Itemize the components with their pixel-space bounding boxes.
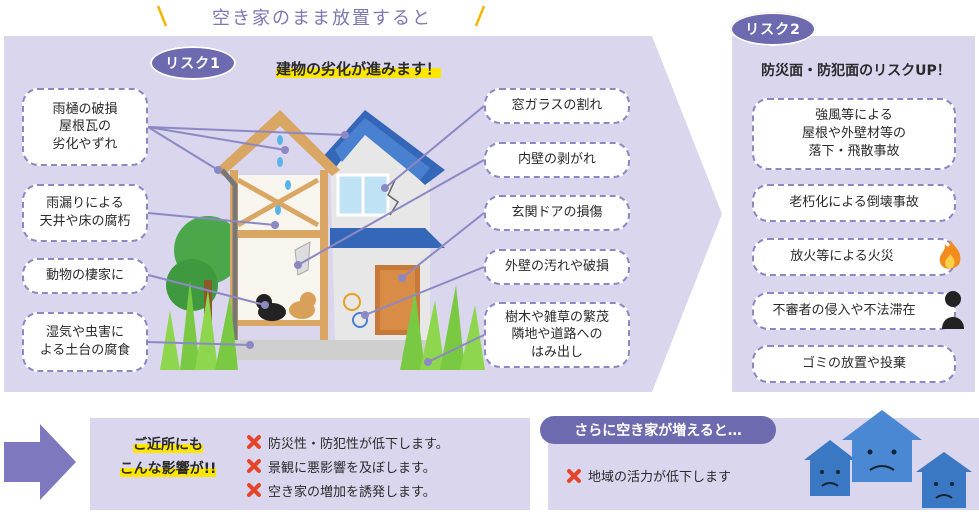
further-effect-row: 地域の活力が低下します [566, 466, 731, 485]
risk1-badge: リスク1 [150, 46, 236, 80]
page-title: 空き家のまま放置すると [212, 8, 432, 29]
cross-icon [566, 468, 582, 484]
risk2-item-trash: ゴミの放置や投棄 [752, 345, 956, 383]
risk2-badge: リスク2 [730, 12, 816, 46]
callout-outer-wall: 外壁の汚れや破損 [484, 249, 630, 285]
callout-window: 窓ガラスの割れ [484, 88, 630, 124]
sad-house-icon [804, 440, 856, 496]
risk2-item-collapse: 老朽化による倒壊事故 [752, 184, 956, 222]
callout-rain-leak: 雨漏りによる 天井や床の腐朽 [22, 184, 148, 242]
neighborhood-effects: 防災性・防犯性が低下します。 景観に悪影響を及ぼします。 空き家の増加を誘発しま… [246, 430, 449, 502]
effect-row: 防災性・防犯性が低下します。 [246, 430, 449, 454]
bottom-arrow [4, 424, 76, 500]
intruder-icon [942, 291, 964, 329]
callout-foundation: 湿気や虫害に よる土台の腐食 [22, 312, 148, 372]
cross-icon [246, 458, 262, 474]
house-illustration [160, 110, 485, 370]
further-heading: さらに空き家が増えると… [540, 416, 776, 444]
sad-houses-icon [804, 410, 972, 508]
callout-door: 玄関ドアの損傷 [484, 195, 630, 231]
risk2-heading: 防災面・防犯面のリスクUP！ [761, 63, 951, 79]
fire-icon [939, 240, 961, 269]
cross-icon [246, 482, 262, 498]
effect-row: 空き家の増加を誘発します。 [246, 478, 449, 502]
risk2-item-intruder: 不審者の侵入や不法滞在 [752, 292, 956, 330]
callout-vegetation: 樹木や雑草の繁茂 隣地や道路への はみ出し [484, 302, 630, 368]
callout-animals: 動物の棲家に [22, 258, 148, 294]
risk1-heading: 建物の劣化が進みます！ [276, 60, 442, 78]
neighborhood-label: ご近所にも こんな影響が!! [119, 437, 217, 477]
effect-row: 景観に悪影響を及ぼします。 [246, 454, 449, 478]
risk2-item-wind: 強風等による 屋根や外壁材等の 落下・飛散事故 [752, 98, 956, 170]
callout-inner-wall: 内壁の剥がれ [484, 142, 630, 178]
callout-gutter-roof: 雨樋の破損 屋根瓦の 劣化やずれ [22, 88, 148, 166]
risk2-item-fire: 放火等による火災 [752, 238, 956, 276]
cross-icon [246, 434, 262, 450]
